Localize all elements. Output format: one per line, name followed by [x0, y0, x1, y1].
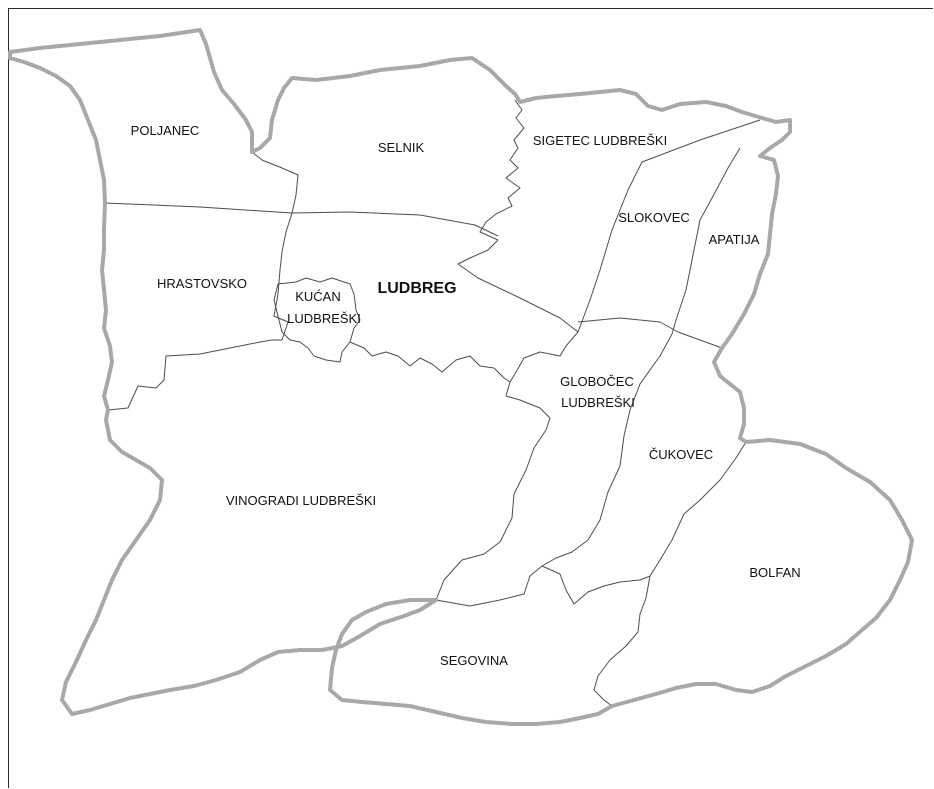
label-kucan-line2: LUDBREŠKI [287, 311, 361, 326]
label-slokovec: SLOKOVEC [618, 210, 690, 225]
boundary-vinogradi-globocec [435, 447, 535, 601]
label-segovina: SEGOVINA [440, 653, 508, 668]
boundary-ludbreg-globocec [505, 331, 579, 449]
boundary-hrastovsko-vinogradi [107, 339, 273, 411]
label-selnik: SELNIK [378, 140, 425, 155]
boundary-segovina-bolfan [593, 575, 651, 707]
label-globocec-line1: GLOBOČEC [560, 374, 634, 389]
boundary-sigetec-slokovec [577, 119, 761, 333]
label-kucan-line1: KUĆAN [295, 289, 341, 304]
boundary-ludbreg-vinogradi [349, 341, 511, 383]
boundary-slokovec-globocec [577, 317, 723, 349]
map-frame [8, 8, 933, 788]
label-globocec-line2: LUDBREŠKI [561, 395, 635, 410]
boundary-kucan [273, 277, 361, 363]
label-apatija: APATIJA [709, 232, 760, 247]
label-poljanec: POLJANEC [131, 123, 200, 138]
boundary-globocec-bottom [541, 441, 747, 605]
boundary-poljanec-selnik [251, 151, 299, 214]
label-cukovec: ČUKOVEC [649, 447, 713, 462]
boundary-slokovec-apatija [671, 147, 741, 335]
label-hrastovsko: HRASTOVSKO [157, 276, 247, 291]
boundary-vinogradi-segovina [435, 565, 543, 607]
boundary-ludbreg-sigetec [457, 239, 579, 333]
settlement-labels: POLJANEC SELNIK SIGETEC LUDBREŠKI SLOKOV… [131, 123, 801, 668]
boundary-poljanec-hrastovsko [104, 202, 499, 237]
boundary-globocec-cukovec [541, 333, 673, 567]
label-ludbreg: LUDBREG [377, 280, 456, 297]
label-bolfan: BOLFAN [749, 565, 800, 580]
label-sigetec: SIGETEC LUDBREŠKI [533, 133, 667, 148]
boundary-selnik-sigetec [479, 99, 525, 241]
internal-boundaries [104, 99, 761, 707]
label-vinogradi: VINOGRADI LUDBREŠKI [226, 493, 376, 508]
municipality-outer-border [8, 28, 914, 726]
